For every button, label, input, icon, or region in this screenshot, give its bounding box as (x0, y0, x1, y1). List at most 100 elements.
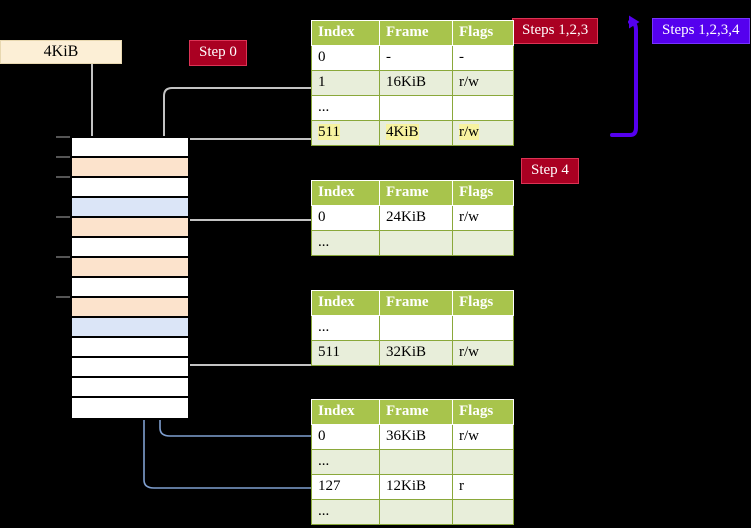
connector-table2-row0 (173, 219, 311, 267)
table-cell-index: 511 (311, 120, 380, 146)
memory-tick (56, 136, 70, 138)
memory-row (72, 278, 188, 298)
column-header-frame: Frame (379, 399, 453, 425)
table-cell-flags: r/w (452, 340, 514, 366)
memory-tick (56, 156, 70, 158)
column-header-flags: Flags (452, 290, 514, 316)
highlighted-value: r/w (459, 124, 479, 140)
column-header-frame: Frame (379, 180, 453, 206)
connector-table4-row127 (136, 219, 311, 489)
badge-steps-123-label: Steps 1,2,3 (522, 22, 589, 38)
memory-row (72, 398, 188, 418)
table-cell-flags: - (452, 45, 514, 71)
table-row: ... (311, 449, 514, 475)
connector-table1-row1 (163, 87, 311, 155)
table-cell-frame: 32KiB (379, 340, 453, 366)
column-header-index: Index (311, 180, 380, 206)
table-cell-flags: r (452, 474, 514, 500)
table-cell-index: ... (311, 315, 380, 341)
table-cell-flags: r/w (452, 424, 514, 450)
memory-row (72, 198, 188, 218)
memory-row (72, 238, 188, 258)
table-cell-flags (452, 95, 514, 121)
badge-steps-1234: Steps 1,2,3,4 (652, 18, 750, 44)
table-row: ... (311, 230, 514, 256)
table-cell-index: 1 (311, 70, 380, 96)
table-cell-frame (379, 449, 453, 475)
memory-tick (56, 176, 70, 178)
badge-step-0-label: Step 0 (199, 44, 237, 60)
table-cell-flags: r/w (452, 70, 514, 96)
table-cell-frame: 24KiB (379, 205, 453, 231)
connector-table4-row0 (152, 335, 311, 437)
table-cell-index: 0 (311, 45, 380, 71)
highlighted-value: 4KiB (386, 124, 419, 140)
table-cell-frame: 16KiB (379, 70, 453, 96)
column-header-flags: Flags (452, 180, 514, 206)
table-cell-index: ... (311, 230, 380, 256)
table-cell-flags (452, 315, 514, 341)
memory-row (72, 378, 188, 398)
table-cell-flags (452, 230, 514, 256)
table-cell-flags (452, 499, 514, 525)
memory-row (72, 258, 188, 278)
badge-steps-123: Steps 1,2,3 (512, 18, 599, 44)
table-cell-frame (379, 499, 453, 525)
memory-row (72, 318, 188, 338)
column-header-frame: Frame (379, 290, 453, 316)
badge-step-4-label: Step 4 (531, 162, 569, 178)
memory-row (72, 298, 188, 318)
size-label-4kib: 4KiB (0, 40, 122, 64)
badge-step-4: Step 4 (521, 158, 579, 184)
table-row: 511 4KiB r/w (311, 120, 514, 146)
table-row: ... (311, 499, 514, 525)
badge-step-0: Step 0 (189, 40, 247, 66)
table-cell-index: ... (311, 499, 380, 525)
table-cell-frame: 4KiB (379, 120, 453, 146)
table-cell-frame (379, 315, 453, 341)
memory-column (70, 136, 190, 420)
connector-table3-row511 (167, 301, 311, 366)
table-cell-index: 0 (311, 205, 380, 231)
table-cell-flags: r/w (452, 205, 514, 231)
table-cell-flags: r/w (452, 120, 514, 146)
memory-row (72, 138, 188, 158)
memory-tick (56, 256, 70, 258)
table-cell-frame: 36KiB (379, 424, 453, 450)
table-cell-index: 0 (311, 424, 380, 450)
size-label-text: 4KiB (43, 43, 79, 60)
column-header-index: Index (311, 20, 380, 46)
column-header-flags: Flags (452, 399, 514, 425)
memory-row (72, 158, 188, 178)
table-cell-frame (379, 95, 453, 121)
table-cell-frame: - (379, 45, 453, 71)
table-cell-index: ... (311, 449, 380, 475)
table-row: 0-- (311, 45, 514, 71)
memory-row (72, 358, 188, 378)
table-cell-index: 127 (311, 474, 380, 500)
memory-row (72, 178, 188, 198)
badge-steps-1234-label: Steps 1,2,3,4 (662, 22, 740, 38)
table-cell-index: ... (311, 95, 380, 121)
table-row: ... (311, 315, 514, 341)
table-cell-frame (379, 230, 453, 256)
connector-purple-bracket (610, 15, 640, 137)
memory-tick (56, 296, 70, 298)
table-cell-flags (452, 449, 514, 475)
highlighted-value: 511 (318, 124, 340, 140)
memory-row (72, 218, 188, 238)
